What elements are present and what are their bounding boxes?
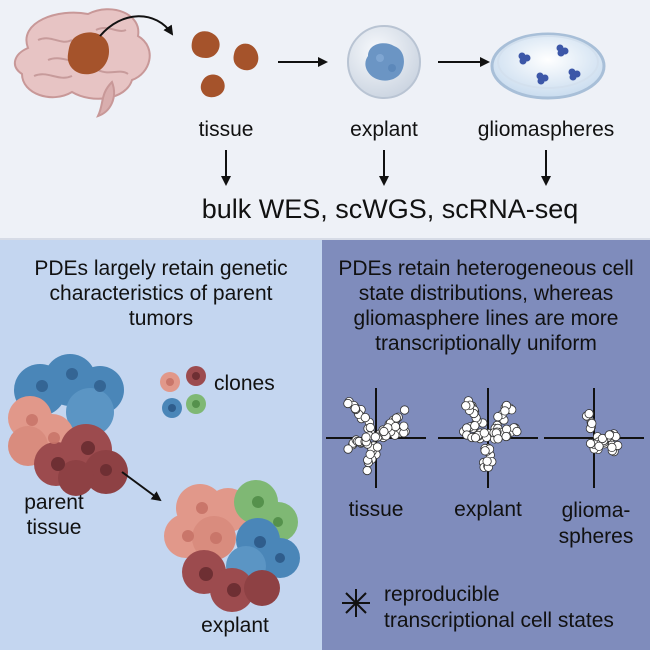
explant-cluster-label: explant (201, 614, 269, 637)
cell-point (604, 430, 614, 440)
right-title-line-1: PDEs retain heterogeneous cell (338, 257, 634, 280)
left-title-line-1: PDEs largely retain genetic (34, 257, 288, 280)
cell-point (391, 413, 402, 423)
cell-point (400, 405, 410, 415)
cell-point (479, 428, 489, 438)
cell-point (343, 398, 353, 409)
glioma-label-line-1: glioma- (561, 499, 631, 522)
cell-point (587, 418, 597, 428)
explant-icon (347, 25, 421, 99)
left-panel-title: PDEs largely retain genetic characterist… (8, 256, 314, 331)
right-title-line-3: gliomasphere lines are more (353, 307, 619, 330)
cell-point (470, 433, 481, 443)
explant-cluster (164, 480, 300, 612)
clones-label: clones (214, 372, 275, 395)
cell-point (480, 446, 490, 456)
cell-point (470, 421, 480, 431)
stage-label-tissue: tissue (198, 118, 254, 141)
cell-point (390, 422, 401, 432)
petri-dish-icon (490, 32, 606, 100)
cell-point (594, 441, 604, 451)
cell-point (607, 442, 617, 452)
cell-point (361, 432, 371, 442)
clonal-composition-graphic (8, 354, 300, 612)
stage-label-explant: explant (350, 118, 418, 141)
right-panel-title: PDEs retain heterogeneous cell state dis… (326, 256, 646, 356)
cell-point (343, 444, 353, 454)
glioma-label-line-2: spheres (558, 525, 634, 548)
cell-point (584, 409, 594, 419)
cell-point (512, 426, 522, 437)
cell-state-plots (326, 388, 644, 617)
cell-point (493, 412, 503, 422)
cell-point (365, 449, 375, 459)
brain-to-tissue-arrow (99, 15, 174, 37)
cell-point (493, 434, 503, 444)
brain-icon (13, 8, 151, 118)
cell-point (461, 401, 471, 411)
legend-line-1: reproducible (384, 583, 500, 606)
cell-point (370, 432, 381, 442)
cell-point (365, 422, 375, 433)
cell-point (360, 413, 370, 423)
cell-point (501, 431, 511, 442)
panel-divider (0, 238, 650, 240)
assays-label: bulk WES, scWGS, scRNA-seq (201, 194, 579, 224)
plot-label-tissue: tissue (348, 498, 404, 521)
cell-point (350, 404, 360, 414)
plot-label-gliomaspheres: glioma- spheres (546, 498, 646, 550)
right-title-line-4: transcriptionally uniform (375, 332, 597, 355)
cell-point (585, 438, 596, 449)
plot-label-explant: explant (454, 498, 522, 521)
parent-label-line-1: parent (24, 491, 84, 514)
cell-point (399, 421, 409, 431)
right-title-line-2: state distributions, whereas (358, 282, 614, 305)
parent-to-explant-arrow (121, 471, 162, 502)
cell-states-legend-label: reproducible transcriptional cell states (384, 582, 646, 634)
plot-tissue (326, 388, 426, 488)
cell-point (362, 465, 372, 476)
cell-state-star-icon (342, 589, 370, 617)
workflow-graphics (13, 8, 606, 186)
left-title-line-2: characteristics of parent (49, 282, 273, 305)
parent-tissue-cluster (8, 354, 128, 496)
cell-point (379, 426, 389, 437)
legend-line-2: transcriptional cell states (384, 609, 614, 632)
left-title-line-3: tumors (128, 307, 194, 330)
plot-gliomaspheres (544, 388, 644, 488)
cell-point (500, 406, 510, 416)
tissue-pieces-icon (191, 31, 259, 98)
cell-point (372, 442, 383, 452)
plot-explant (438, 388, 538, 488)
cell-point (482, 456, 492, 466)
clones-legend-icon (160, 366, 206, 418)
parent-tissue-label: parent tissue (4, 490, 104, 540)
parent-label-line-2: tissue (26, 516, 82, 539)
stage-label-gliomaspheres: gliomaspheres (477, 118, 615, 141)
